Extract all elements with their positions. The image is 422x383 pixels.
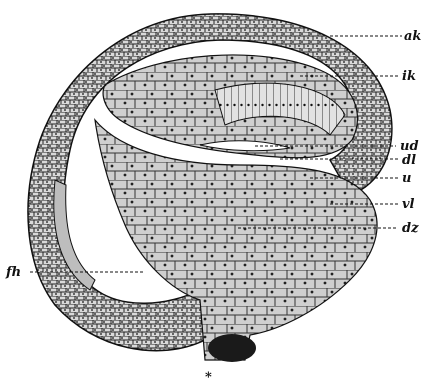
label-u: u (402, 171, 411, 186)
label-dl: dl (402, 153, 416, 168)
label-fh: fh (5, 265, 21, 280)
label-ud: ud (400, 139, 419, 154)
label-vl: vl (402, 197, 415, 212)
label-ik: ik (402, 69, 416, 84)
label-star: * (205, 370, 212, 383)
dark-basal-region (208, 334, 256, 362)
label-ak: ak (404, 29, 421, 44)
label-dz: dz (402, 221, 419, 236)
